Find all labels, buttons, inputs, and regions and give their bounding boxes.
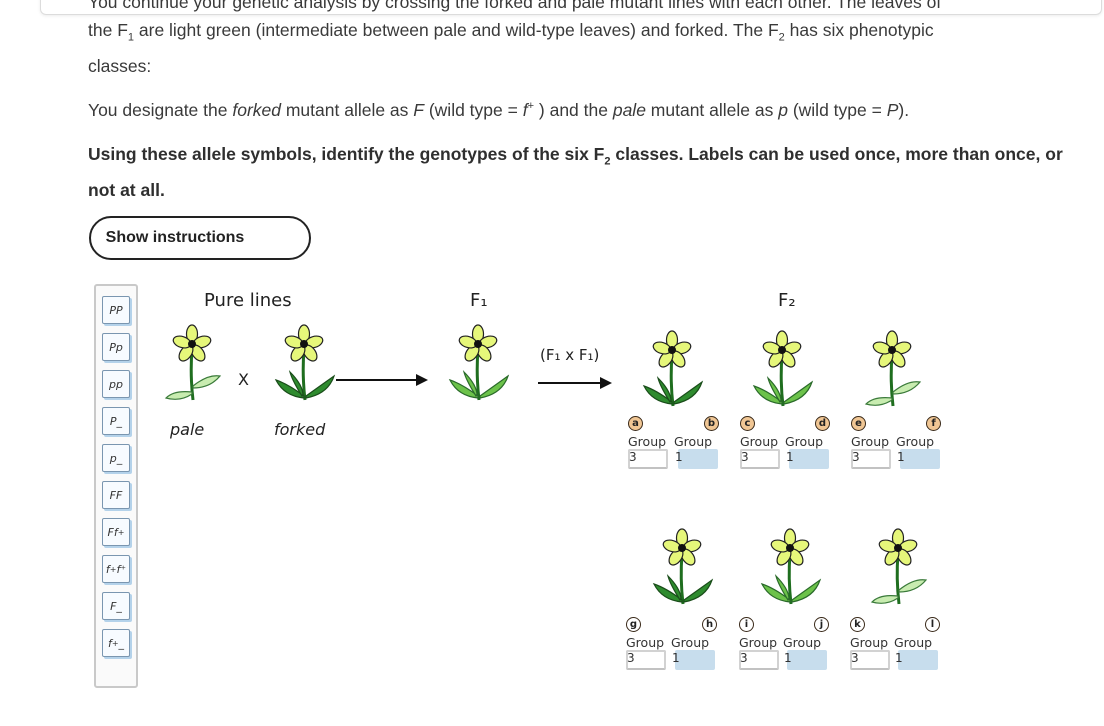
dropzone-group-3-i[interactable] xyxy=(739,650,779,670)
marker-c: c xyxy=(740,416,755,431)
group-label-3: Group xyxy=(740,434,779,449)
f2-caption: F₂ xyxy=(778,290,796,311)
group-number-1: 1 xyxy=(672,651,680,665)
dropzone-group-3-g[interactable] xyxy=(626,650,666,670)
label-FF[interactable]: FF xyxy=(102,481,130,509)
group-label-1: Group xyxy=(783,635,822,650)
marker-d: d xyxy=(815,416,830,431)
group-number-1: 1 xyxy=(786,450,794,464)
label-fplus-fplus[interactable]: f+f⁺ xyxy=(102,555,130,583)
intro-line-1: You continue your genetic analysis by cr… xyxy=(88,0,942,12)
group-number-3: 3 xyxy=(740,651,748,665)
intro-paragraph: You continue your genetic analysis by cr… xyxy=(88,0,1078,80)
dropzone-group-3-e[interactable] xyxy=(851,449,891,469)
f1-caption: F₁ xyxy=(470,290,488,311)
label-p-blank[interactable]: p_ xyxy=(102,444,130,472)
arrow-to-f1-icon xyxy=(336,374,428,386)
dropzone-group-1-d[interactable] xyxy=(789,449,829,469)
plant-forked-parent-icon xyxy=(272,324,336,402)
dropzone-group-1-l[interactable] xyxy=(898,650,938,670)
marker-h: h xyxy=(702,617,717,632)
group-label-1: Group xyxy=(674,434,713,449)
dropzone-group-3-c[interactable] xyxy=(740,449,780,469)
group-label-3: Group xyxy=(850,635,889,650)
marker-e: e xyxy=(851,416,866,431)
marker-a: a xyxy=(628,416,643,431)
marker-k: k xyxy=(850,617,865,632)
group-number-1: 1 xyxy=(897,450,905,464)
label-pp[interactable]: pp xyxy=(102,370,130,398)
f1-cross-caption: (F₁ x F₁) xyxy=(540,346,600,364)
group-number-1: 1 xyxy=(895,651,903,665)
plant-f2-class-5-icon xyxy=(758,528,822,606)
plant-f2-class-1-icon xyxy=(640,330,704,408)
top-frame xyxy=(40,0,1102,15)
group-number-3: 3 xyxy=(627,651,635,665)
group-number-3: 3 xyxy=(851,651,859,665)
question-prompt: Using these allele symbols, identify the… xyxy=(88,144,1063,200)
show-instructions-button[interactable]: Show instructions xyxy=(89,216,311,260)
dropzone-group-1-j[interactable] xyxy=(787,650,827,670)
group-label-3: Group xyxy=(628,434,667,449)
group-label-1: Group xyxy=(894,635,933,650)
plant-pale-parent-icon xyxy=(160,324,224,402)
dropzone-group-1-f[interactable] xyxy=(900,449,940,469)
dropzone-group-3-k[interactable] xyxy=(850,650,890,670)
pure-lines-caption: Pure lines xyxy=(204,290,292,311)
designation-paragraph: You designate the forked mutant allele a… xyxy=(88,99,910,120)
marker-f: f xyxy=(926,416,941,431)
marker-i: i xyxy=(739,617,754,632)
forked-caption: forked xyxy=(274,420,326,439)
dropzone-group-1-b[interactable] xyxy=(678,449,718,469)
group-label-3: Group xyxy=(626,635,665,650)
dropzone-group-1-h[interactable] xyxy=(675,650,715,670)
marker-l: l xyxy=(925,617,940,632)
group-label-1: Group xyxy=(785,434,824,449)
group-number-3: 3 xyxy=(741,450,749,464)
label-PP[interactable]: PP xyxy=(102,296,130,324)
group-number-3: 3 xyxy=(629,450,637,464)
group-label-1: Group xyxy=(671,635,710,650)
plant-f1-icon xyxy=(446,324,510,402)
dropzone-group-3-a[interactable] xyxy=(628,449,668,469)
label-Ff-plus[interactable]: Ff+ xyxy=(102,518,130,546)
plant-f2-class-3-icon xyxy=(860,330,924,408)
label-bank: PP Pp pp P_ p_ FF Ff+ f+f⁺ F_ f+_ xyxy=(94,284,138,688)
marker-j: j xyxy=(814,617,829,632)
group-number-3: 3 xyxy=(852,450,860,464)
marker-g: g xyxy=(626,617,641,632)
plant-f2-class-6-icon xyxy=(866,528,930,606)
cross-x-symbol: X xyxy=(238,370,249,389)
group-label-1: Group xyxy=(896,434,935,449)
label-fplus-blank[interactable]: f+_ xyxy=(102,629,130,657)
marker-b: b xyxy=(704,416,719,431)
label-P-blank[interactable]: P_ xyxy=(102,407,130,435)
label-F-blank[interactable]: F_ xyxy=(102,592,130,620)
group-label-3: Group xyxy=(851,434,890,449)
group-number-1: 1 xyxy=(784,651,792,665)
pale-caption: pale xyxy=(170,420,205,439)
group-number-1: 1 xyxy=(675,450,683,464)
group-label-3: Group xyxy=(739,635,778,650)
arrow-to-f2-icon xyxy=(538,377,612,389)
plant-f2-class-2-icon xyxy=(750,330,814,408)
label-Pp[interactable]: Pp xyxy=(102,333,130,361)
plant-f2-class-4-icon xyxy=(650,528,714,606)
